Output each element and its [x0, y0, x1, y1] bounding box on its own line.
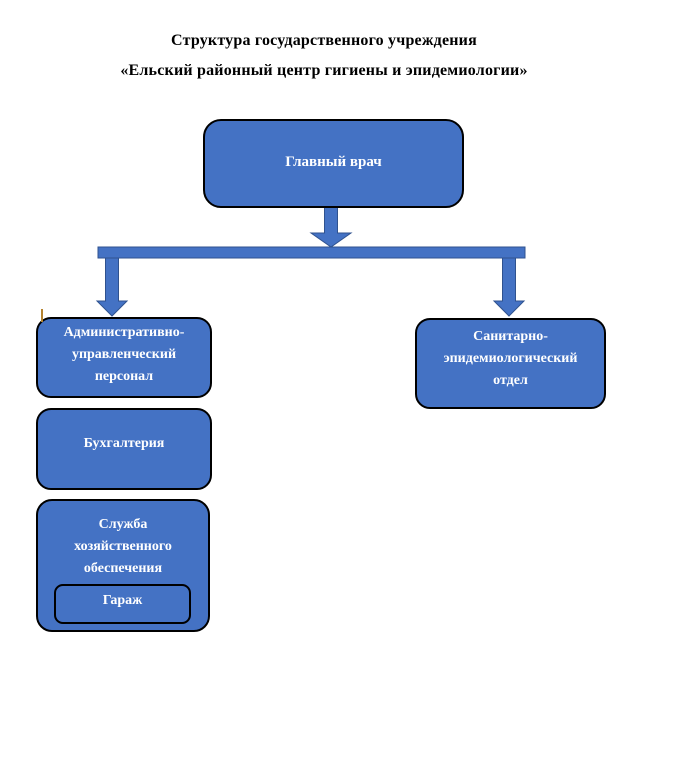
node-household-service: Служба хозяйственного обеспечения Гараж [36, 499, 210, 632]
arrow-bar-to-admin [95, 257, 129, 317]
arrow-chief-to-bar [309, 207, 353, 248]
node-chief-physician: Главный врач [203, 119, 464, 208]
stray-anchor-mark [41, 309, 43, 322]
node-household-service-label: Служба хозяйственного обеспечения [74, 517, 172, 576]
chart-title-line2: «Ельский районный центр гигиены и эпидем… [120, 62, 528, 79]
node-sanitary-epidemiology-dept-label: Санитарно- эпидемиологический отдел [443, 328, 578, 388]
node-garage: Гараж [54, 584, 191, 624]
chart-title-line1: Структура государственного учреждения [171, 32, 477, 49]
node-admin-personnel: Административно- управленческий персонал [36, 317, 212, 398]
node-admin-personnel-label: Административно- управленческий персонал [63, 324, 185, 384]
node-chief-physician-label: Главный врач [285, 153, 382, 170]
node-accounting: Бухгалтерия [36, 408, 212, 490]
node-garage-label: Гараж [102, 593, 143, 608]
node-accounting-label: Бухгалтерия [83, 436, 165, 451]
distribution-bar [97, 246, 526, 259]
node-sanitary-epidemiology-dept: Санитарно- эпидемиологический отдел [415, 318, 606, 409]
arrow-bar-to-sanitary [492, 257, 526, 317]
